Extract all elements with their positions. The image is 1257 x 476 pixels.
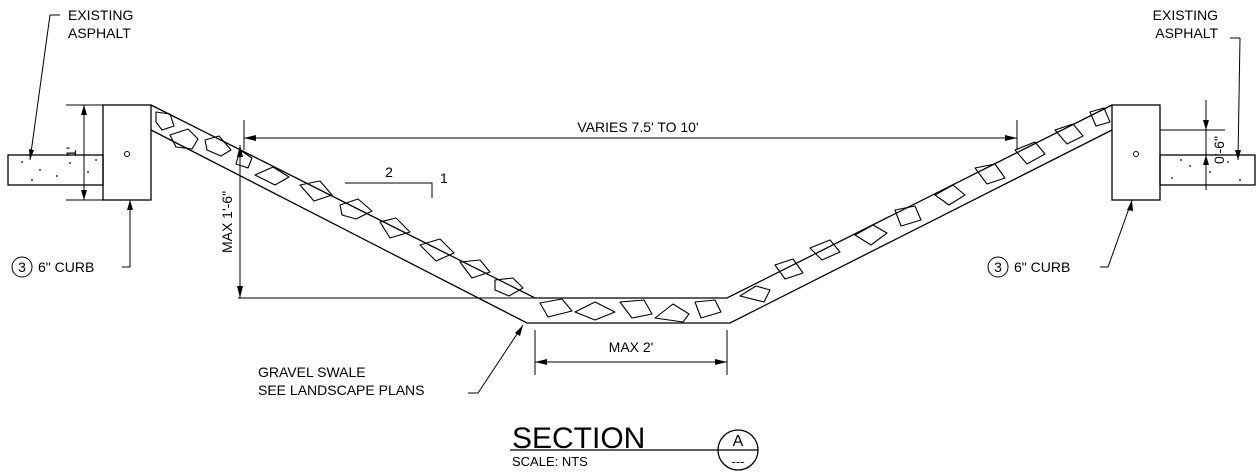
section-title-block: SECTION SCALE: NTS A --- [510, 422, 759, 471]
slope-run-label: 2 [385, 164, 393, 180]
gravel-note-line2: SEE LANDSCAPE PLANS [258, 382, 425, 398]
gravel-rock-fill [155, 107, 1111, 323]
right-existing-label-line1: EXISTING [1153, 7, 1218, 23]
swale-depth-dimension [237, 145, 535, 299]
left-curb-callout [11, 200, 133, 278]
left-curb-callout-text: 6" CURB [38, 259, 94, 275]
swale-width-dimension [243, 120, 1018, 150]
left-curb-height-dimension [66, 104, 103, 201]
right-existing-label-line2: ASPHALT [1155, 25, 1218, 41]
section-bubble-sheet: --- [732, 454, 745, 469]
slope-rise-label: 1 [440, 170, 448, 186]
left-existing-asphalt [7, 154, 104, 186]
right-curb-height-label: 0'-6" [1211, 136, 1227, 164]
right-curb-callout-number: 3 [994, 259, 1002, 275]
gravel-note-line1: GRAVEL SWALE [258, 364, 366, 380]
right-curb-callout-text: 6" CURB [1014, 259, 1070, 275]
left-existing-label-line2: ASPHALT [68, 25, 131, 41]
left-curb-height-label: 1' [63, 147, 79, 157]
left-curb-dowel-icon [124, 151, 130, 157]
right-curb-height-dimension [1160, 100, 1225, 190]
left-existing-label-line1: EXISTING [68, 7, 133, 23]
section-bubble-letter: A [733, 433, 744, 450]
slope-indicator [345, 182, 433, 198]
gravel-swale-outline [150, 104, 1113, 324]
gravel-note-leader [468, 324, 524, 394]
section-scale: SCALE: NTS [512, 454, 588, 469]
swale-depth-label: MAX 1'-6" [219, 191, 235, 253]
left-curb-callout-number: 3 [18, 259, 26, 275]
swale-bottom-width-label: MAX 2' [609, 339, 654, 355]
right-curb [1111, 104, 1161, 201]
right-curb-dowel-icon [1133, 151, 1139, 157]
left-curb [102, 104, 152, 201]
right-existing-asphalt [1159, 154, 1256, 186]
swale-width-label: VARIES 7.5' TO 10' [577, 119, 698, 135]
left-asphalt-leader [29, 14, 60, 161]
right-curb-callout [987, 199, 1133, 278]
swale-bottom-width-dimension [534, 330, 728, 375]
right-asphalt-leader [1230, 37, 1241, 161]
